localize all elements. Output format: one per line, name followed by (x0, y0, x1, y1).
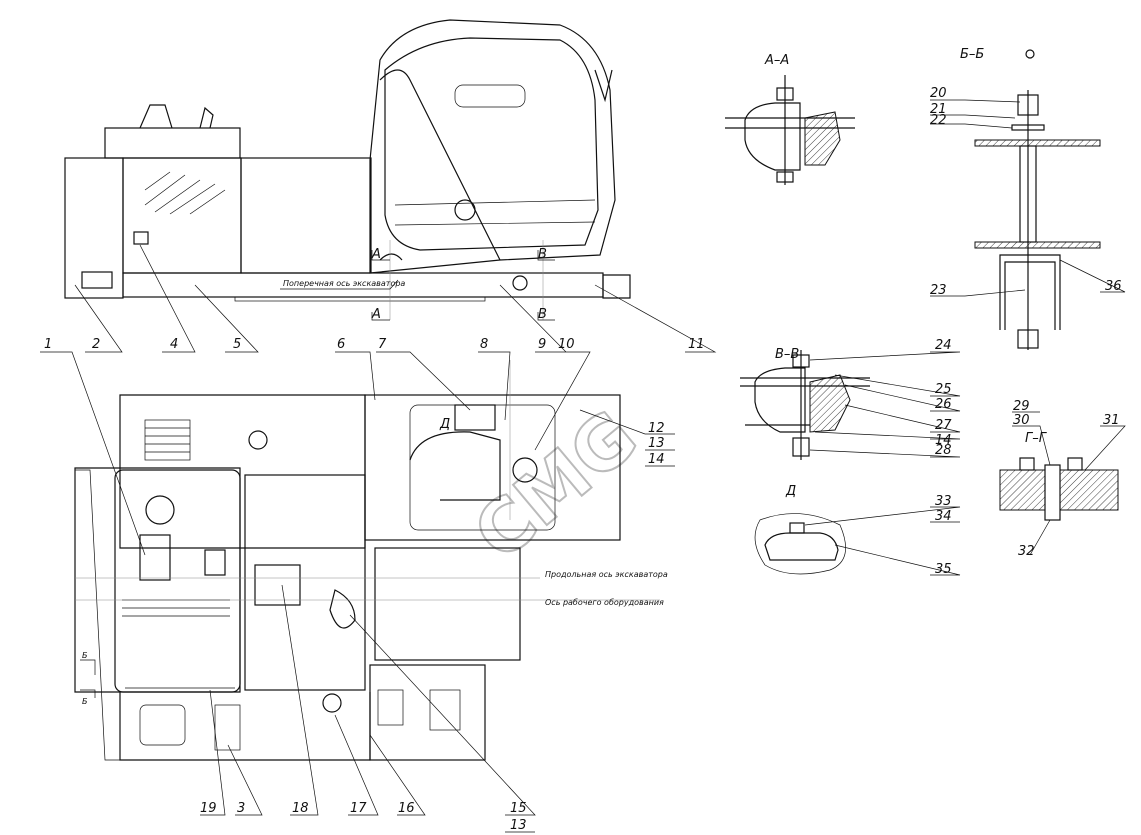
callout-12: 12 (648, 421, 665, 436)
section-b-b-title: Б–Б (960, 47, 984, 62)
callout-10: 10 (558, 337, 575, 352)
section-v-v: В–В (740, 347, 870, 460)
cut-marker-b-top: Б (82, 651, 88, 660)
callout-21: 21 (930, 102, 947, 117)
top-view: Д Продольная ось экскаватора Ось рабочег… (74, 360, 668, 761)
callout-30: 30 (1013, 413, 1030, 428)
callout-3: 3 (237, 801, 245, 816)
callout-27: 27 (935, 418, 952, 433)
callout-33: 33 (935, 494, 952, 509)
callout-24: 24 (935, 338, 952, 353)
section-a-a: А–А (725, 53, 855, 185)
callout-28: 28 (935, 443, 952, 458)
callout-5: 5 (233, 337, 241, 352)
callout-36: 36 (1105, 279, 1122, 294)
callout-23: 23 (930, 283, 947, 298)
callout-13-bottom: 13 (510, 818, 527, 833)
cut-marker-v-top: В (538, 247, 547, 262)
watermark: CMG (458, 394, 653, 576)
callout-2: 2 (92, 337, 100, 352)
callout-15: 15 (510, 801, 527, 816)
callout-8: 8 (480, 337, 488, 352)
callout-17: 17 (350, 801, 367, 816)
detail-d-marker: Д (439, 417, 450, 432)
callout-4: 4 (170, 337, 178, 352)
callout-16: 16 (398, 801, 415, 816)
callout-35: 35 (935, 562, 952, 577)
section-b-b: Б–Б (960, 47, 1101, 350)
callout-26: 26 (935, 397, 952, 412)
detail-d-title: Д (785, 484, 796, 499)
transverse-axis-note: Поперечная ось экскаватора (283, 279, 405, 288)
detail-d: Д (754, 484, 846, 575)
equipment-axis-note: Ось рабочего оборудования (545, 598, 664, 607)
callout-14-vv: 14 (935, 433, 952, 448)
callout-31: 31 (1103, 413, 1120, 428)
callout-25: 25 (935, 382, 952, 397)
section-a-a-title: А–А (764, 53, 789, 68)
callout-7: 7 (378, 337, 387, 352)
callout-20: 20 (930, 86, 947, 101)
callout-13: 13 (648, 436, 665, 451)
callout-18: 18 (292, 801, 309, 816)
callouts-top (40, 244, 717, 556)
callout-1: 1 (44, 337, 52, 352)
callout-11: 11 (688, 337, 705, 352)
side-view: А А В В Поперечная ось экскаватора (64, 19, 631, 322)
cut-marker-v-bottom: В (538, 307, 547, 322)
callout-32: 32 (1018, 544, 1035, 559)
callout-19: 19 (200, 801, 217, 816)
callout-9: 9 (538, 337, 546, 352)
callout-34: 34 (935, 509, 952, 524)
callout-14: 14 (648, 452, 665, 467)
callout-6: 6 (337, 337, 345, 352)
cut-marker-b-bottom: Б (82, 697, 88, 706)
longitudinal-axis-note: Продольная ось экскаватора (545, 570, 668, 579)
cut-marker-a-bottom: А (371, 307, 381, 322)
cut-marker-a-top: А (371, 247, 381, 262)
callout-29: 29 (1013, 399, 1030, 414)
callout-22: 22 (930, 113, 947, 128)
section-g-g: Г–Г (999, 431, 1119, 521)
